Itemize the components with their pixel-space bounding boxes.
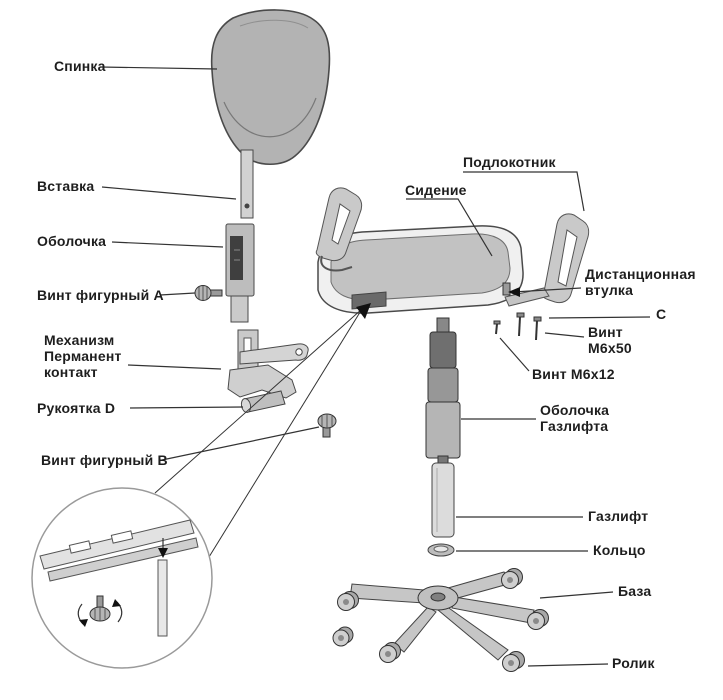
screw-a-drawing <box>194 285 223 301</box>
label-gaslift: Газлифт <box>588 508 649 524</box>
label-distance-bushing-line2: втулка <box>585 282 634 298</box>
detail-callout-drawing <box>31 303 371 669</box>
label-screw-m6x50: Винт М6х50 <box>588 324 632 356</box>
armrest-left-drawing <box>315 187 363 272</box>
bushing-arrowhead <box>508 287 520 297</box>
label-gaslift-shell: Оболочка Газлифта <box>540 402 609 434</box>
screw-b-drawing <box>317 413 337 438</box>
label-ring: Кольцо <box>593 542 646 558</box>
label-distance-bushing: Дистанционная втулка <box>585 266 696 298</box>
label-caster: Ролик <box>612 655 655 671</box>
label-screw-m6x12: Винт М6х12 <box>532 366 615 382</box>
screw-m6x12-drawing <box>493 320 501 335</box>
label-base: База <box>618 583 652 599</box>
label-distance-bushing-line1: Дистанционная <box>585 266 696 282</box>
label-insert: Вставка <box>37 178 95 194</box>
screws-m6x50-drawing <box>516 312 542 341</box>
label-screw-m6x50-line1: Винт <box>588 324 623 340</box>
label-shell: Оболочка <box>37 233 107 249</box>
gaslift-shell-drawing <box>425 317 461 459</box>
armrest-right-drawing <box>504 213 590 307</box>
label-mechanism: Механизм Перманент контакт <box>44 332 122 380</box>
label-screw-b: Винт фигурный B <box>41 452 168 468</box>
label-armrest: Подлокотник <box>463 154 556 170</box>
base-drawing <box>349 571 535 661</box>
label-handle-d: Рукоятка D <box>37 400 116 416</box>
backrest-drawing <box>210 9 331 166</box>
seat-drawing <box>317 225 524 314</box>
label-mechanism-line1: Механизм <box>44 332 115 348</box>
insert-rod-drawing <box>240 149 254 219</box>
label-backrest: Спинка <box>54 58 106 74</box>
label-mechanism-line2: Перманент <box>44 348 122 364</box>
casters-drawing <box>332 568 549 672</box>
leader-lines <box>99 66 651 667</box>
label-seat: Сидение <box>405 182 467 198</box>
label-mechanism-line3: контакт <box>44 364 98 380</box>
label-gaslift-shell-line2: Газлифта <box>540 418 609 434</box>
shell-drawing <box>225 223 255 323</box>
gaslift-drawing <box>431 455 455 538</box>
label-gaslift-shell-line1: Оболочка <box>540 402 610 418</box>
mechanism-drawing <box>227 329 309 413</box>
label-screw-a: Винт фигурный A <box>37 287 164 303</box>
label-c: C <box>656 306 667 322</box>
label-screw-m6x50-line2: М6х50 <box>588 340 632 356</box>
ring-drawing <box>427 543 455 557</box>
bushing-drawing <box>502 282 511 296</box>
